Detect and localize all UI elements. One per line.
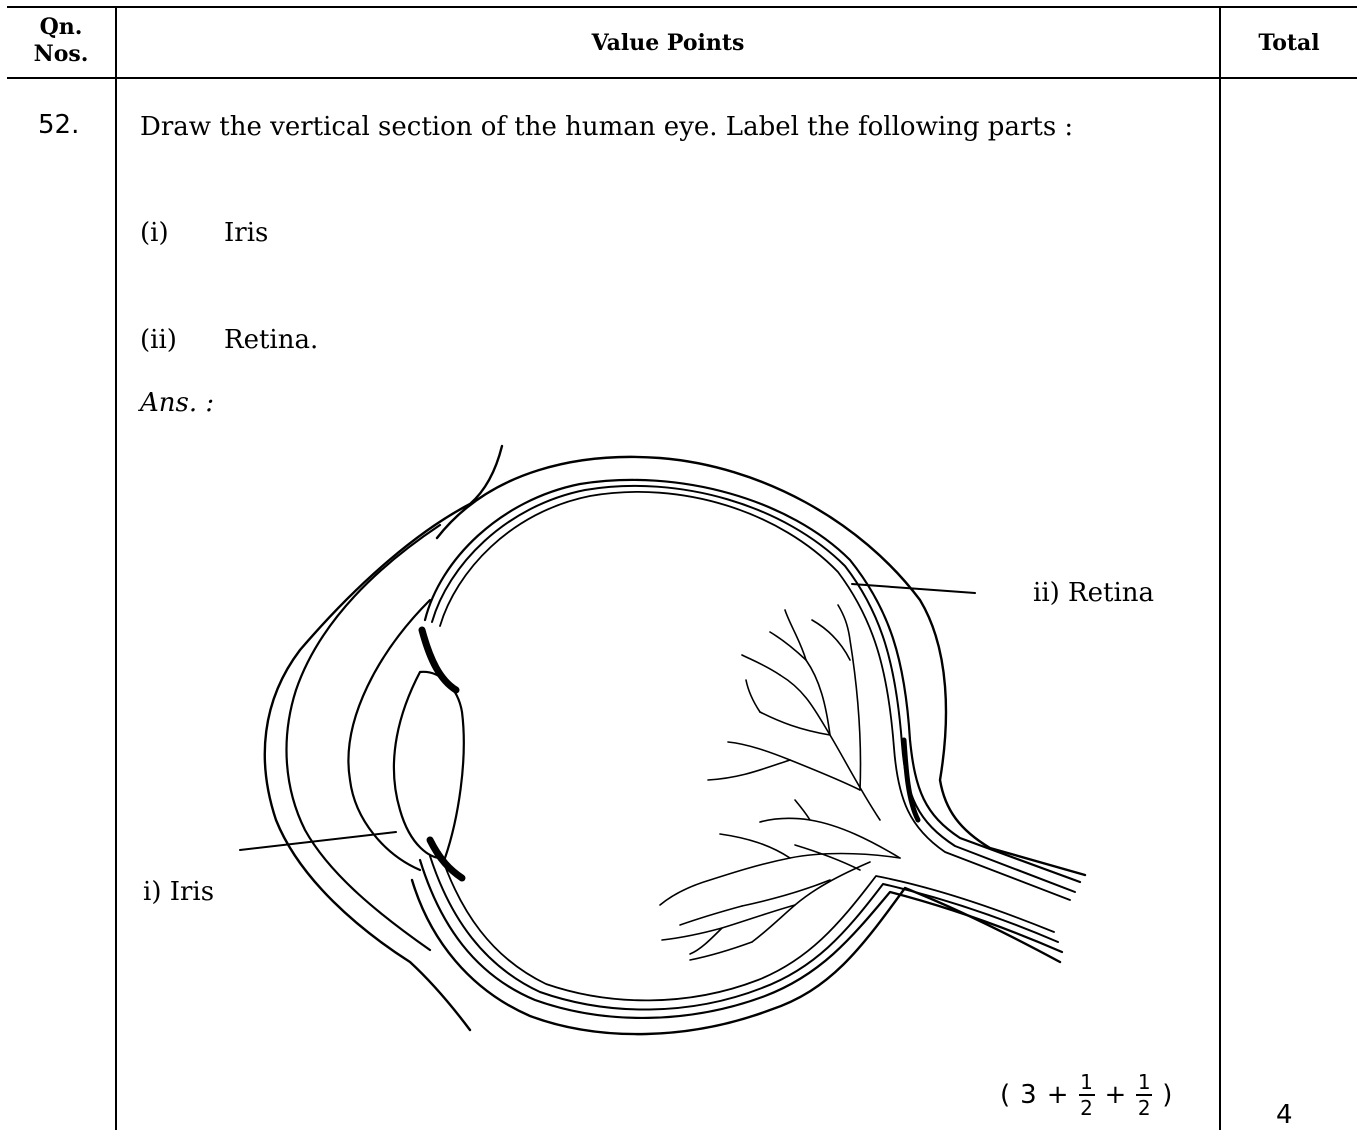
- table-top-border: [7, 6, 1357, 8]
- sclera-outer: [437, 457, 1085, 875]
- marks-whole: 3: [1020, 1080, 1037, 1110]
- header-qn-line1: Qn.: [7, 14, 115, 41]
- fraction-1-numerator: 1: [1080, 1072, 1093, 1092]
- retina-label: ii) Retina: [1033, 578, 1154, 608]
- answer-label: Ans. :: [140, 388, 214, 418]
- sclera-lower-outer: [412, 880, 1060, 1034]
- iris-label: i) Iris: [143, 877, 214, 907]
- lens: [394, 672, 464, 858]
- fraction-2-denominator: 2: [1138, 1098, 1151, 1118]
- eyelid-outer-contour: [265, 446, 502, 1030]
- question-number: 52.: [38, 110, 79, 140]
- cornea: [348, 600, 430, 870]
- part-1-text: Iris: [224, 218, 268, 248]
- question-text: Draw the vertical section of the human e…: [140, 112, 1073, 142]
- marks-plus-2: +: [1105, 1080, 1127, 1110]
- eyelid-inner-contour: [286, 525, 440, 950]
- table-column-divider-right: [1219, 6, 1221, 1130]
- header-total: Total: [1221, 30, 1357, 57]
- choroid-lower-1: [420, 860, 1062, 1018]
- marks-fraction-1: 1 2: [1079, 1072, 1095, 1118]
- table-header-border: [7, 77, 1357, 79]
- total-marks: 4: [1276, 1100, 1293, 1130]
- retinal-vessels-upper: [708, 605, 880, 820]
- fraction-2-numerator: 1: [1138, 1072, 1151, 1092]
- marks-plus-1: +: [1047, 1080, 1069, 1110]
- retina-lower-2: [430, 856, 1058, 1010]
- iris-pointer-line: [240, 832, 396, 850]
- part-2-number: (ii): [140, 325, 177, 355]
- fraction-1-denominator: 2: [1080, 1098, 1093, 1118]
- marks-close-paren: ): [1162, 1080, 1172, 1110]
- header-qn-line2: Nos.: [7, 41, 115, 68]
- iris-upper: [422, 630, 456, 690]
- part-2-text: Retina.: [224, 325, 318, 355]
- retina-lower-3: [440, 852, 1054, 1000]
- part-1-number: (i): [140, 218, 169, 248]
- header-value-points: Value Points: [117, 30, 1219, 57]
- marks-breakdown: ( 3 + 1 2 + 1 2 ): [1000, 1072, 1172, 1118]
- marks-open-paren: (: [1000, 1080, 1010, 1110]
- header-question-numbers: Qn. Nos.: [7, 14, 115, 68]
- retina-upper-2: [432, 486, 1075, 892]
- retinal-vessels-lower: [660, 800, 900, 960]
- choroid-upper-1: [425, 480, 1080, 882]
- marks-fraction-2: 1 2: [1136, 1072, 1152, 1118]
- eye-section-diagram: [117, 430, 1217, 1050]
